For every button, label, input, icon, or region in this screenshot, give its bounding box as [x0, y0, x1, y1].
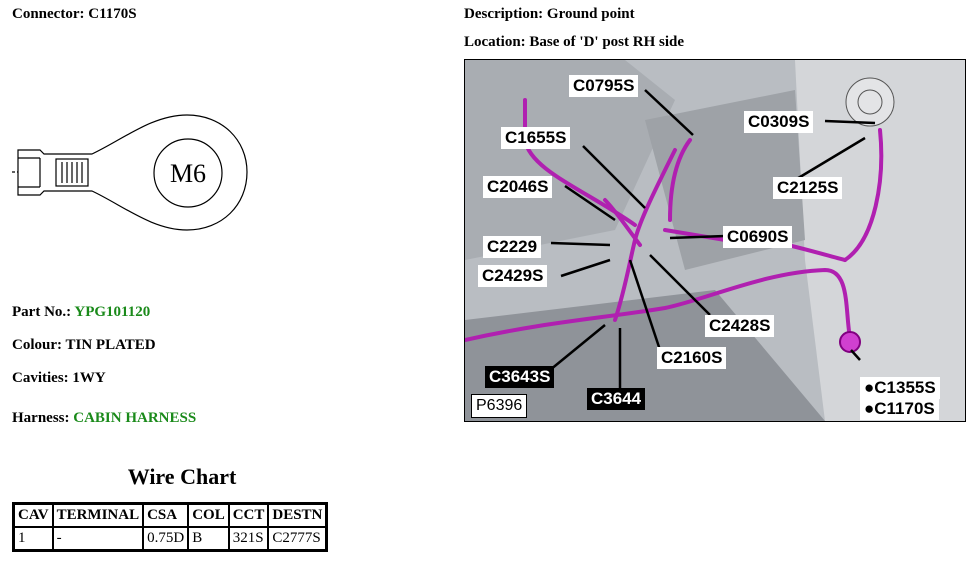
callout-c3643s: C3643S: [485, 366, 555, 388]
location-value: Base of 'D' post RH side: [529, 34, 685, 50]
callout-c3644: C3644: [587, 388, 646, 410]
callout-c1355s: ●C1355S: [860, 377, 940, 399]
connector-value: C1170S: [88, 6, 137, 22]
callout-c0795s: C0795S: [569, 75, 639, 97]
header-cav: CAV: [12, 502, 54, 528]
description-label: Description:: [464, 6, 544, 22]
header-csa: CSA: [142, 502, 190, 528]
part-no-link[interactable]: YPG101120: [74, 304, 151, 320]
callout-c2046s: C2046S: [483, 176, 553, 198]
callout-c1655s: C1655S: [501, 127, 571, 149]
cavities-value: 1WY: [72, 370, 106, 386]
location-photo: C0795S C1655S C2046S C2229 C2429S C0309S…: [464, 59, 966, 422]
table-row: 1 - 0.75D B 321S C2777S: [12, 526, 328, 552]
description-field: Description: Ground point: [464, 6, 635, 23]
wire-chart-header-row: CAV TERMINAL CSA COL CCT DESTN: [12, 502, 328, 528]
callout-c2429s: C2429S: [478, 265, 548, 287]
location-label: Location:: [464, 34, 526, 50]
connector-field: Connector: C1170S: [12, 6, 137, 23]
callout-c0309s: C0309S: [744, 111, 814, 133]
wire-chart-title: Wire Chart: [127, 464, 237, 489]
part-no-label: Part No.:: [12, 304, 72, 320]
description-value: Ground point: [546, 6, 635, 22]
callout-c2428s: C2428S: [705, 315, 775, 337]
cell-cct: 321S: [227, 526, 270, 552]
callout-c2229: C2229: [483, 236, 542, 258]
harness-link[interactable]: CABIN HARNESS: [73, 410, 197, 426]
connector-label: Connector:: [12, 6, 85, 22]
harness-field: Harness: CABIN HARNESS: [12, 410, 196, 427]
header-terminal: TERMINAL: [51, 502, 145, 528]
cell-csa: 0.75D: [142, 526, 190, 552]
ring-terminal-drawing: M6: [12, 114, 248, 231]
header-destn: DESTN: [267, 502, 328, 528]
callout-c2125s: C2125S: [773, 177, 843, 199]
callout-c2160s: C2160S: [657, 347, 727, 369]
callout-c1170s: ●C1170S: [860, 398, 939, 420]
part-no-field: Part No.: YPG101120: [12, 304, 150, 321]
cell-terminal: -: [51, 526, 145, 552]
harness-label: Harness:: [12, 410, 70, 426]
cell-col: B: [187, 526, 230, 552]
callout-c0690s: C0690S: [723, 226, 793, 248]
colour-field: Colour: TIN PLATED: [12, 337, 156, 354]
header-cct: CCT: [227, 502, 270, 528]
stud-size-label: M6: [170, 159, 206, 188]
photo-reference: P6396: [471, 394, 528, 418]
cavities-field: Cavities: 1WY: [12, 370, 106, 387]
colour-label: Colour:: [12, 337, 62, 353]
colour-value: TIN PLATED: [65, 337, 156, 353]
cell-cav: 1: [12, 526, 54, 552]
location-field: Location: Base of 'D' post RH side: [464, 34, 684, 51]
header-col: COL: [187, 502, 230, 528]
cell-destn: C2777S: [267, 526, 328, 552]
wire-chart-table: CAV TERMINAL CSA COL CCT DESTN 1 - 0.75D…: [12, 502, 329, 552]
cavities-label: Cavities:: [12, 370, 69, 386]
